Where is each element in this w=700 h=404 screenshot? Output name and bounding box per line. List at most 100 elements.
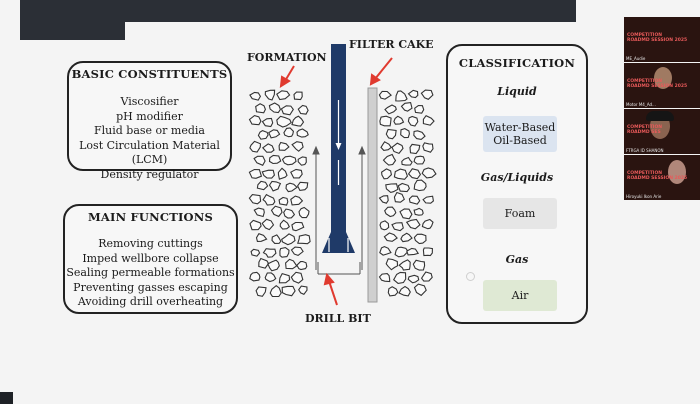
rock-cutting (261, 169, 276, 179)
oil-based-text: Oil-Based (493, 134, 547, 147)
filter-cake-label: FILTER CAKE (349, 38, 434, 51)
classification-title: CLASSIFICATION (458, 56, 576, 70)
list-item: Density regulator (100, 167, 199, 181)
basic-constituents-box: BASIC CONSTITUENTS Viscosifier pH modifi… (67, 61, 232, 181)
rock-cutting (378, 90, 392, 100)
rock-cutting (385, 183, 399, 194)
filter-cake-arrow (374, 57, 393, 80)
rock-cutting (290, 195, 304, 206)
rock-cutting (255, 233, 268, 242)
liquid-label: Liquid (497, 85, 537, 98)
rock-cutting (278, 141, 290, 151)
rock-cutting (385, 258, 399, 271)
rock-cutting (400, 232, 413, 243)
ring-mark (466, 272, 475, 281)
rock-cutting (249, 91, 262, 101)
rock-cutting (280, 105, 294, 116)
rock-cutting (276, 115, 292, 128)
presentation-top-tab (20, 22, 125, 40)
rock-cutting (413, 233, 427, 245)
rock-cutting (269, 284, 282, 298)
rock-cutting (379, 245, 392, 256)
gas-label: Gas (505, 253, 529, 266)
participant-badge: COMPETITION ROADMD SESSION 2025 (627, 79, 688, 89)
drill-bit-arrow (328, 280, 338, 306)
rock-cutting (408, 195, 421, 205)
rock-cutting (262, 193, 276, 206)
rock-cutting (261, 117, 274, 128)
participant-video-strip[interactable]: COMPETITION ROADMD SESSION 2025 ME_Audie… (624, 17, 700, 200)
filter-cake-arrow-head (369, 73, 381, 86)
rock-cutting (393, 168, 409, 180)
list-item: Lost Circulation Material (LCM) (79, 138, 220, 167)
rock-cutting (268, 180, 282, 192)
participant-tile[interactable]: COMPETITION ROADMD SESSION 2025 Hiroyuki… (624, 155, 700, 200)
rock-cutting (268, 129, 281, 139)
rock-cutting (248, 114, 262, 126)
rock-cutting (253, 155, 266, 167)
rock-cutting (261, 143, 275, 153)
participant-tile[interactable]: COMPETITION ROADMD SESSION 2025 ME_Audie (624, 17, 700, 62)
rock-cutting (422, 142, 434, 153)
participant-tile[interactable]: COMPETITION ROADMD SES FTRGA ID SHANON (624, 109, 700, 154)
rock-cutting (401, 156, 413, 166)
rock-cutting (379, 220, 390, 231)
classification-box: CLASSIFICATION Liquid Water-Based Oil-Ba… (446, 44, 588, 324)
rock-cutting (407, 115, 419, 127)
list-item: Imped wellbore collapse (82, 251, 219, 265)
rock-cutting (392, 271, 407, 284)
participant-avatar (668, 160, 686, 184)
formation-rocks-right (378, 89, 437, 297)
corner-mark (0, 392, 13, 404)
rock-cutting (264, 272, 277, 283)
rock-cutting (296, 181, 309, 191)
rock-cutting (400, 128, 410, 139)
water-based-text: Water-Based (484, 121, 556, 134)
liquid-chip: Water-Based Oil-Based (483, 116, 557, 152)
participant-tile[interactable]: COMPETITION ROADMD SESSION 2025 Motor M4… (624, 63, 700, 108)
rock-cutting (291, 115, 305, 127)
participant-hair (646, 111, 674, 121)
rock-cutting (421, 167, 437, 179)
rock-cutting (413, 155, 426, 165)
rock-cutting (267, 259, 280, 272)
rock-cutting (413, 283, 427, 297)
rock-cutting (406, 247, 420, 256)
participant-name: Motor M4_Ad... (626, 102, 656, 107)
rock-cutting (387, 286, 399, 297)
rock-cutting (297, 104, 309, 115)
rock-cutting (379, 115, 392, 127)
rock-cutting (249, 271, 261, 282)
rock-cutting (248, 168, 263, 179)
rock-cutting (395, 90, 408, 102)
rock-cutting (407, 168, 422, 180)
rock-cutting (281, 233, 296, 246)
rock-cutting (412, 259, 426, 271)
main-functions-list: Removing cuttings Imped wellbore collaps… (65, 237, 236, 310)
rock-cutting (394, 246, 409, 258)
rock-cutting (399, 208, 413, 220)
presentation-top-bar (20, 0, 576, 22)
list-item: Preventing gasses escaping (73, 280, 228, 294)
participant-badge: COMPETITION ROADMD SESSION 2025 (627, 171, 688, 181)
rock-cutting (378, 273, 391, 283)
rock-cutting (291, 221, 305, 232)
rock-cutting (297, 156, 307, 166)
formation-label: FORMATION (247, 51, 327, 64)
rock-cutting (261, 218, 275, 231)
rock-cutting (281, 285, 296, 297)
rock-cutting (393, 191, 405, 203)
rock-cutting (283, 127, 294, 138)
rock-cutting (414, 104, 425, 114)
rock-cutting (421, 218, 434, 230)
formation-arrow-head (279, 75, 291, 88)
rock-cutting (384, 206, 397, 218)
rock-cutting (248, 194, 262, 205)
foam-text: Foam (504, 207, 536, 220)
rock-cutting (268, 102, 282, 114)
air-text: Air (511, 289, 529, 302)
list-item: Avoiding drill overheating (77, 295, 224, 308)
rock-cutting (296, 128, 309, 138)
rock-cutting (413, 130, 426, 140)
